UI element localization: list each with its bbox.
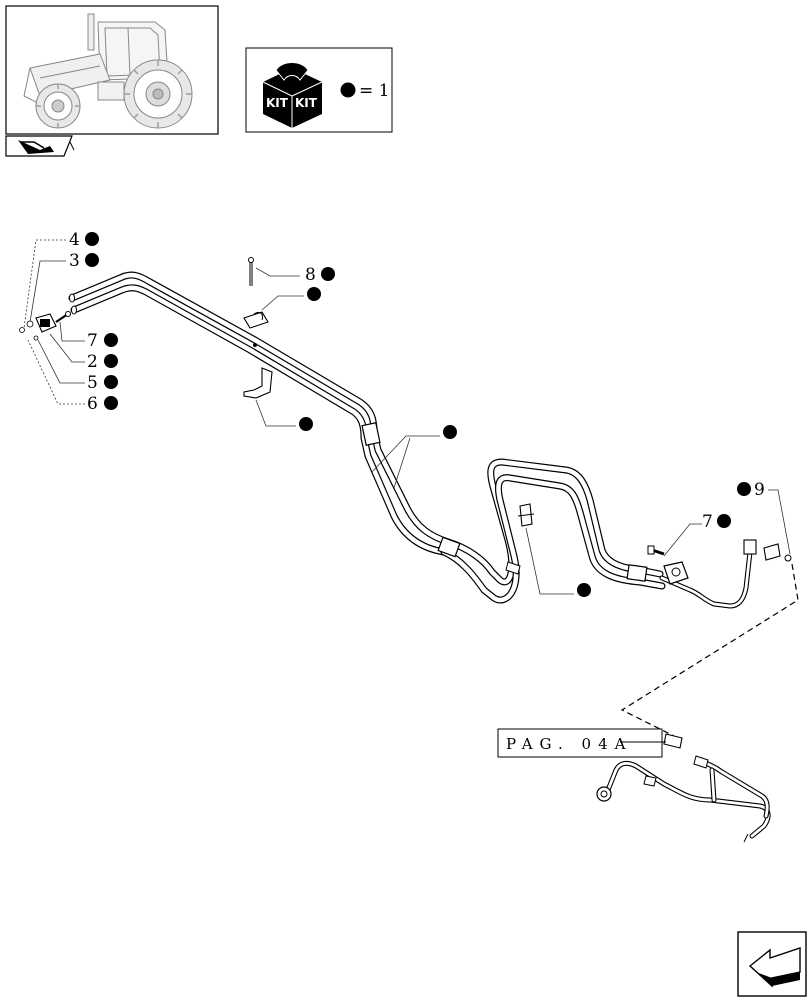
pipe-middle <box>437 458 666 604</box>
next-page-arrow-icon[interactable] <box>737 931 807 997</box>
svg-text:7: 7 <box>87 331 98 351</box>
callout-7-left[interactable]: 7 <box>59 321 118 351</box>
continuation-line <box>620 563 799 737</box>
callout-3[interactable]: 3 <box>29 251 99 323</box>
bracket-mid <box>243 367 273 399</box>
svg-text:4: 4 <box>69 230 80 250</box>
section-tab-icon[interactable] <box>5 135 75 157</box>
svg-text:2: 2 <box>87 352 98 372</box>
kit-legend: KIT KIT = 1 <box>245 47 393 133</box>
callout-2[interactable]: 2 <box>49 333 118 372</box>
kit-label-left: KIT <box>266 96 289 110</box>
svg-text:3: 3 <box>69 251 80 271</box>
callout-5[interactable]: 5 <box>37 339 118 393</box>
svg-text:9: 9 <box>754 480 765 500</box>
pipe-right <box>647 539 792 609</box>
callout-clip-mid[interactable] <box>525 527 591 597</box>
callout-bracket-mid[interactable] <box>255 399 313 431</box>
callout-9[interactable]: 9 <box>737 480 791 555</box>
svg-text:6: 6 <box>87 394 98 414</box>
svg-text:PAG. 04A: PAG. 04A <box>506 735 632 753</box>
svg-text:5: 5 <box>87 373 98 393</box>
kit-label-right: KIT <box>295 96 318 110</box>
pipe-lower <box>596 733 771 843</box>
connector-block <box>19 311 71 341</box>
clip-mid <box>517 503 535 527</box>
pin-8 <box>248 257 254 286</box>
kit-equals-label: = 1 <box>359 81 389 101</box>
tractor-thumbnail <box>5 5 219 135</box>
clip-upper <box>243 311 269 329</box>
svg-text:8: 8 <box>305 265 316 285</box>
callout-8[interactable]: 8 <box>255 265 335 285</box>
svg-text:7: 7 <box>702 512 713 532</box>
kit-box-icon: KIT KIT <box>262 62 323 128</box>
callout-clip-upper[interactable] <box>261 287 321 311</box>
pipe-upper <box>68 271 452 556</box>
callout-6[interactable]: 6 <box>27 339 118 414</box>
callout-pipe-assembly[interactable] <box>371 425 457 489</box>
callout-4[interactable]: 4 <box>23 230 99 329</box>
callout-7-right[interactable]: 7 <box>663 512 731 557</box>
kit-dot <box>340 82 356 98</box>
page-reference[interactable]: PAG. 04A <box>497 728 663 758</box>
